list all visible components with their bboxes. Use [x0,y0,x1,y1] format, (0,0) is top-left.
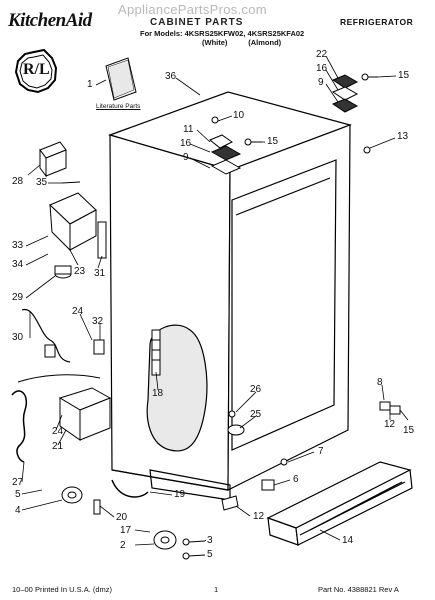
callout-12b: 12 [253,511,265,522]
control-box-21 [58,387,112,441]
callout-12: 12 [384,419,396,430]
power-cord-27 [11,390,27,463]
callout-15b: 15 [267,136,279,147]
roller-assembly-4 [61,486,83,504]
watermark: AppliancePartsPros.com [118,2,267,17]
part-28-block [39,141,67,178]
callout-34: 34 [12,259,24,270]
footer-print-info: 10–00 Printed In U.S.A. (dmz) [12,585,113,594]
callout-24b: 24 [52,426,64,437]
right-hinge [331,74,359,113]
cabinet-body [108,91,352,501]
callout-36: 36 [165,71,177,82]
product-type: REFRIGERATOR [340,17,414,27]
leader-lines [21,55,409,546]
model-numbers: For Models: 4KSRS25KFW02, 4KSRS25KFA02 [140,29,305,38]
callout-29: 29 [12,292,24,303]
brand-logo: KitchenAid [8,10,92,31]
callout-27: 27 [12,477,24,488]
callout-23: 23 [74,266,86,277]
callout-16b: 16 [180,138,192,149]
callout-2: 2 [120,540,126,551]
callout-9b: 9 [183,152,189,163]
model-list: For Models: 4KSRS25KFW02, 4KSRS25KFA02 (… [140,29,304,47]
callout-1: 1 [87,79,93,90]
callout-6: 6 [293,474,299,485]
part-18-strip [151,329,161,376]
callout-26: 26 [250,384,262,395]
callout-15: 15 [398,70,410,81]
page-number: 1 [214,585,219,594]
part-number: Part No. 4388821 Rev A [318,585,399,594]
callout-25: 25 [250,409,262,420]
bracket-23 [49,192,107,259]
callout-11: 11 [183,124,194,135]
callout-16: 16 [316,63,328,74]
callout-5: 5 [15,489,21,500]
callout-32: 32 [92,316,104,327]
literature-booklet [105,57,137,101]
center-hinge [209,116,242,175]
callout-17: 17 [120,525,132,536]
callout-22: 22 [316,49,328,60]
callout-4: 4 [15,505,21,516]
callout-15c: 15 [403,425,415,436]
toe-grille-14 [266,461,413,546]
callout-18: 18 [152,388,164,399]
seal-icon [14,48,58,94]
literature-parts-label: Literature Parts [96,103,141,110]
model-colors: (White) (Almond) [202,38,282,47]
callout-31: 31 [94,268,106,279]
callout-35: 35 [36,177,48,188]
callout-8: 8 [377,377,383,388]
wire-harness-30 [21,309,71,363]
page-title: CABINET PARTS [150,17,244,28]
callout-14: 14 [342,535,354,546]
seal-label: R/L [23,61,50,78]
callout-7: 7 [318,446,324,457]
callout-28: 28 [12,176,24,187]
callout-30: 30 [12,332,24,343]
callout-13: 13 [397,131,409,142]
callout-3: 3 [207,535,213,546]
roller-assembly-2 [153,530,177,550]
callout-24: 24 [72,306,84,317]
callout-5b: 5 [207,549,213,560]
callout-9: 9 [318,77,324,88]
callout-10: 10 [233,110,245,121]
callout-21: 21 [52,441,64,452]
callout-20: 20 [116,512,128,523]
callout-33: 33 [12,240,24,251]
callout-19: 19 [174,489,186,500]
